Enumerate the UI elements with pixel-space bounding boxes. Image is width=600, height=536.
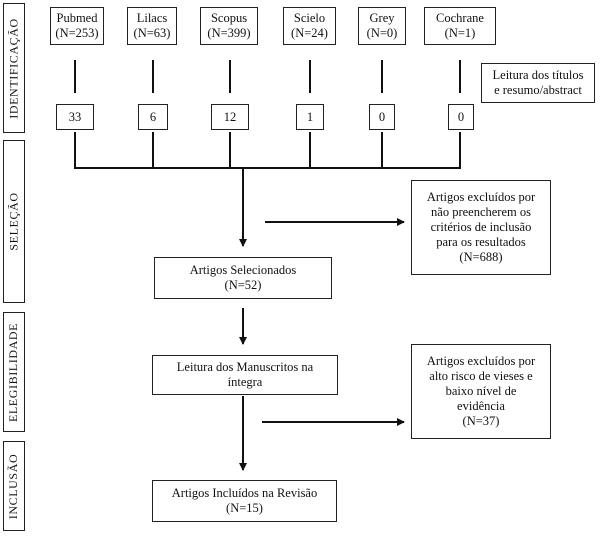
source-total: (N=24) (291, 26, 328, 40)
fulltext-line: Leitura dos Manuscritos na (176, 360, 314, 374)
stage-label-identification: IDENTIFICAÇÃO (3, 3, 25, 133)
source-total: (N=253) (55, 26, 99, 40)
stage-label-inclusion: INCLUSÃO (3, 441, 25, 531)
excluded-eligibility-box: Artigos excluídos por alto risco de vies… (411, 344, 551, 439)
selected-count: (N=52) (224, 278, 262, 292)
source-total: (N=399) (207, 26, 251, 40)
source-name: Pubmed (56, 11, 98, 25)
count-box-pubmed: 33 (56, 104, 94, 130)
source-total: (N=63) (133, 26, 171, 40)
source-name: Scielo (293, 11, 326, 25)
count-value: 12 (223, 109, 237, 124)
excluded-count: (N=37) (462, 414, 500, 428)
stage-label-selection: SELEÇÃO (3, 140, 25, 303)
fulltext-reading-box: Leitura dos Manuscritos na íntegra (152, 355, 338, 395)
source-total: (N=0) (366, 26, 398, 40)
count-value: 0 (457, 109, 465, 124)
source-name: Cochrane (436, 11, 484, 25)
excluded-line: para os resultados (436, 235, 526, 249)
count-box-cochrane: 0 (448, 104, 474, 130)
screening-note-line: Leitura dos títulos (492, 68, 584, 82)
included-articles-box: Artigos Incluídos na Revisão (N=15) (152, 480, 337, 522)
source-name: Grey (369, 11, 395, 25)
count-value: 6 (149, 109, 157, 124)
source-box-lilacs: Lilacs (N=63) (127, 7, 177, 45)
source-total: (N=1) (444, 26, 476, 40)
excluded-line: evidência (457, 399, 505, 413)
source-box-pubmed: Pubmed (N=253) (50, 7, 104, 45)
excluded-line: não preencherem os (431, 205, 531, 219)
count-box-scopus: 12 (211, 104, 249, 130)
excluded-line: baixo nível de (445, 384, 517, 398)
selected-articles-box: Artigos Selecionados (N=52) (154, 257, 332, 299)
screening-note-line: e resumo/abstract (494, 83, 582, 97)
fulltext-line: íntegra (227, 375, 263, 389)
excluded-count: (N=688) (459, 250, 503, 264)
stage-label-eligibility: ELEGIBILIDADE (3, 312, 25, 432)
count-box-lilacs: 6 (138, 104, 168, 130)
included-count: (N=15) (226, 501, 263, 515)
excluded-line: critérios de inclusão (430, 220, 532, 234)
count-value: 33 (68, 109, 82, 124)
excluded-selection-box: Artigos excluídos por não preencherem os… (411, 180, 551, 275)
source-name: Scopus (210, 11, 248, 25)
source-box-grey: Grey (N=0) (358, 7, 406, 45)
count-box-grey: 0 (369, 104, 395, 130)
screening-note-box: Leitura dos títulos e resumo/abstract (481, 63, 595, 103)
count-value: 1 (306, 109, 314, 124)
excluded-line: Artigos excluídos por (426, 190, 536, 204)
source-box-scopus: Scopus (N=399) (200, 7, 258, 45)
selected-label: Artigos Selecionados (189, 263, 297, 277)
source-name: Lilacs (136, 11, 168, 25)
source-box-scielo: Scielo (N=24) (283, 7, 336, 45)
excluded-line: alto risco de vieses e (429, 369, 533, 383)
included-label: Artigos Incluídos na Revisão (171, 486, 318, 500)
excluded-line: Artigos excluídos por (426, 354, 536, 368)
source-box-cochrane: Cochrane (N=1) (424, 7, 496, 45)
count-value: 0 (378, 109, 386, 124)
count-box-scielo: 1 (296, 104, 324, 130)
